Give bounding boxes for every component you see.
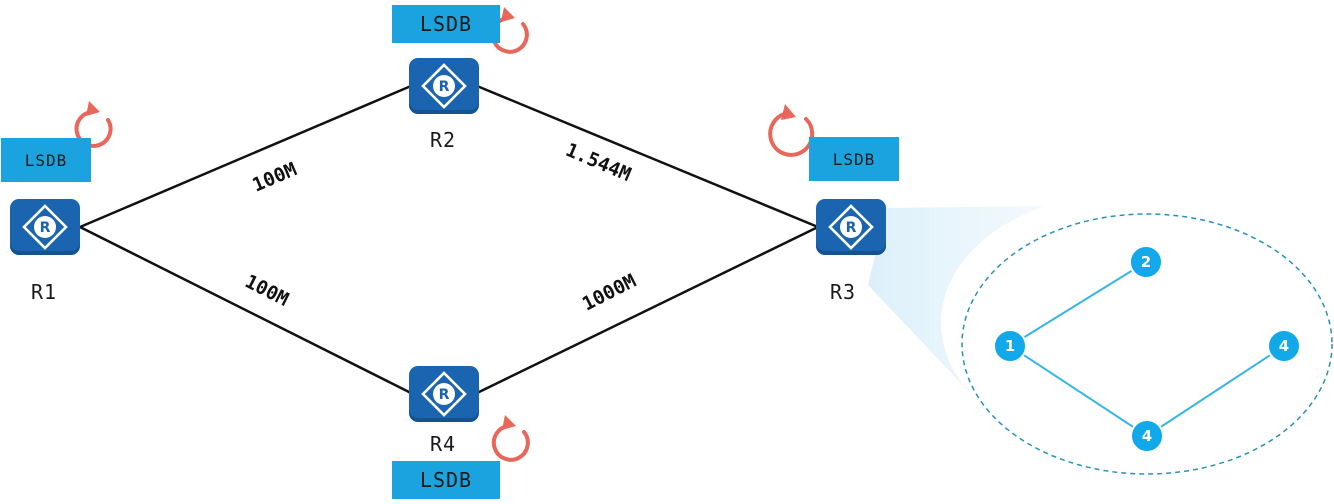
zoom-callout-cone: [868, 206, 1045, 398]
lsdb-box-r4: LSDB: [392, 461, 500, 499]
link-r1-r4: [79, 225, 412, 395]
router-label-r3: R3: [830, 280, 857, 304]
zoom-ellipse: [961, 213, 1333, 475]
link-label-r4-r3: 1000M: [579, 270, 640, 316]
router-label-r4: R4: [430, 432, 457, 456]
svg-text:4: 4: [1142, 427, 1152, 445]
tree-node-4-bottom: 4: [1130, 419, 1164, 453]
link-label-r1-r4: 100M: [241, 270, 292, 310]
router-r3-icon: R: [828, 204, 874, 250]
tree-edge-1-2: [1009, 261, 1147, 347]
tree-node-2: 2: [1129, 245, 1163, 279]
svg-text:2: 2: [1141, 253, 1151, 271]
lsdb-box-r1: LSDB: [1, 138, 91, 182]
link-r2-r3: [476, 84, 819, 229]
lsdb-box-r2: LSDB: [392, 5, 500, 43]
router-r2-icon: R: [421, 63, 467, 109]
router-r1[interactable]: R: [10, 199, 80, 255]
svg-text:R: R: [846, 220, 857, 236]
router-r4-icon: R: [421, 371, 467, 417]
lsdb-box-r3: LSDB: [809, 137, 899, 181]
svg-text:R: R: [439, 79, 450, 95]
svg-text:1: 1: [1005, 337, 1015, 355]
svg-text:R: R: [40, 220, 51, 236]
router-label-r1: R1: [31, 280, 58, 304]
refresh-arrow-r4-icon: [491, 415, 530, 462]
tree-edge-4-4: [1146, 345, 1285, 437]
router-r3[interactable]: R: [816, 199, 886, 255]
router-label-r2: R2: [430, 128, 457, 152]
tree-node-1: 1: [993, 329, 1027, 363]
tree-node-4-right: 4: [1267, 329, 1301, 363]
svg-text:4: 4: [1279, 337, 1289, 355]
link-r4-r3: [476, 225, 819, 395]
router-r2[interactable]: R: [409, 58, 479, 114]
tree-edge-1-4: [1009, 345, 1148, 437]
refresh-arrow-r3-icon: [768, 104, 815, 157]
svg-text:R: R: [439, 387, 450, 403]
router-r1-icon: R: [22, 204, 68, 250]
router-r4[interactable]: R: [409, 366, 479, 422]
link-label-r1-r2: 100M: [249, 158, 300, 196]
link-r1-r2: [79, 84, 412, 229]
